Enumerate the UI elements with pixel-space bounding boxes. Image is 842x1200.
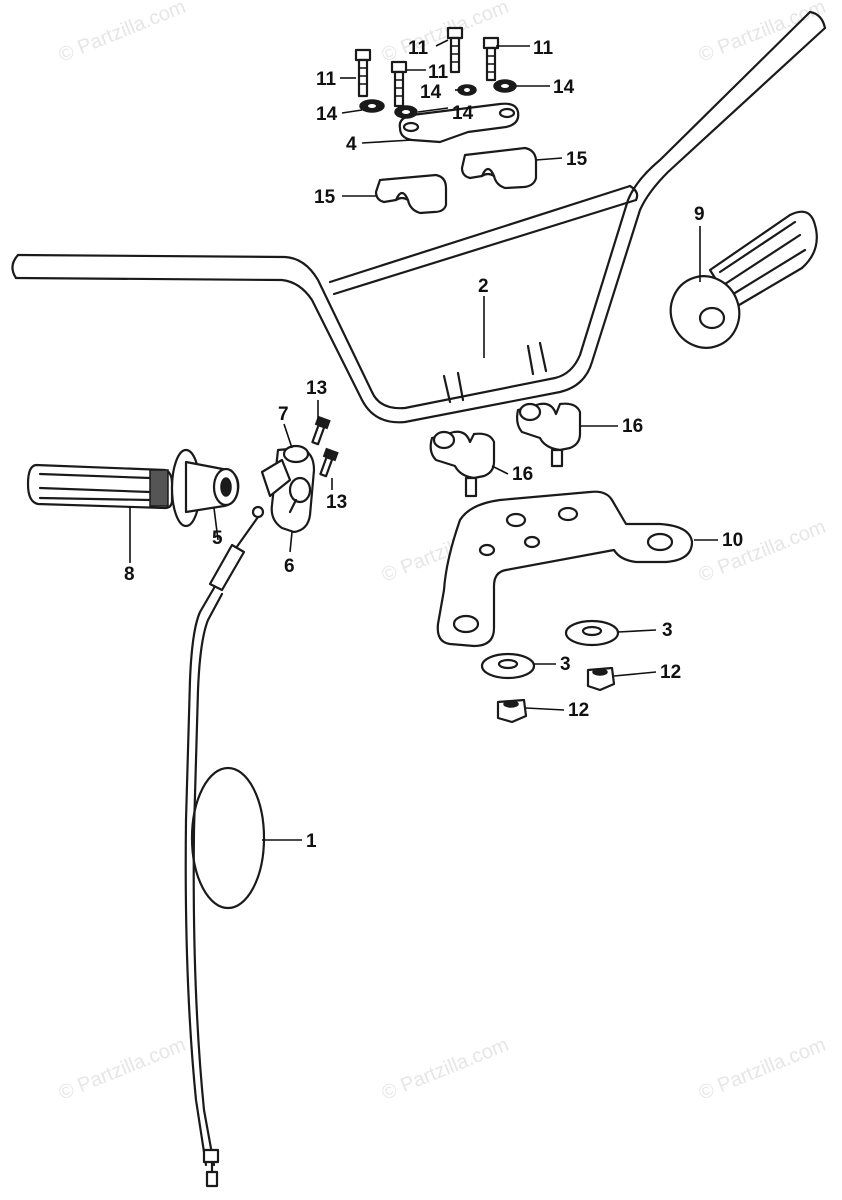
callout-label: 12: [568, 700, 589, 721]
callout-label: 16: [512, 464, 533, 485]
upper-holder: [398, 102, 520, 144]
mount-washers: [480, 619, 620, 680]
callout-label: 2: [478, 276, 489, 297]
callout-label: 15: [314, 187, 336, 208]
left-grip: [26, 448, 240, 528]
washers: [359, 79, 517, 119]
leader-lines: [129, 39, 718, 841]
bracket: [436, 490, 694, 648]
watermark: © Partzilla.com: [56, 0, 189, 67]
watermarks: © Partzilla.com © Partzilla.com © Partzi…: [56, 0, 829, 1105]
callout-label: 15: [566, 149, 588, 170]
callout-label: 12: [660, 662, 681, 683]
callout-label: 10: [722, 530, 743, 551]
callout-label: 3: [560, 654, 571, 675]
handlebar: [11, 10, 827, 424]
callout-label: 1: [306, 831, 317, 852]
watermark: © Partzilla.com: [696, 0, 829, 67]
mount-nuts: [496, 666, 616, 724]
bolts: [354, 26, 500, 108]
watermark: © Partzilla.com: [56, 1034, 189, 1105]
callout-label: 14: [553, 77, 575, 98]
callout-label: 13: [306, 378, 327, 399]
callout-label: 3: [662, 620, 673, 641]
callout-label: 16: [622, 416, 643, 437]
callout-label: 11: [316, 69, 337, 90]
callout-label: 4: [346, 134, 357, 155]
callout-label: 9: [694, 204, 705, 225]
callout-label: 14: [316, 104, 338, 125]
callout-label: 6: [284, 556, 295, 577]
callout-label: 13: [326, 492, 347, 513]
throttle-cable: [184, 505, 266, 1188]
watermark: © Partzilla.com: [696, 516, 829, 587]
lower-holders: [374, 146, 538, 215]
watermark: © Partzilla.com: [696, 1034, 829, 1105]
callout-label: 11: [533, 38, 554, 59]
callout-label: 11: [408, 38, 429, 59]
callout-label: 11: [428, 62, 449, 83]
throttle-housing: [260, 444, 316, 534]
callout-label: 14: [452, 103, 474, 124]
screws: [311, 415, 339, 478]
callout-label: 7: [278, 404, 289, 425]
callout-label: 8: [124, 564, 135, 585]
right-grip: [669, 210, 818, 349]
callouts: 11 11 11 11 14 14 14 14 4 15 15 9 2 13 7…: [124, 38, 743, 852]
watermark: © Partzilla.com: [379, 1034, 512, 1105]
callout-label: 5: [212, 528, 223, 549]
risers: [429, 402, 582, 498]
callout-label: 14: [420, 82, 442, 103]
